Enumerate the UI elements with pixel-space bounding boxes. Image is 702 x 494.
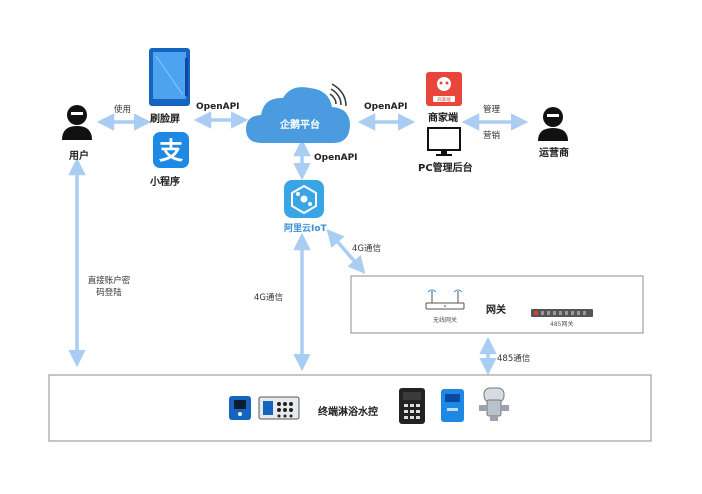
edge-label-direct-login: 直接账户密码登陆: [87, 276, 131, 298]
platform-label: 企鹅平台: [280, 120, 320, 131]
water-meter-icon: [229, 396, 251, 420]
aliyun-iot-label: 阿里云IoT: [284, 224, 327, 234]
edge-label-openapi-iot: OpenAPI: [314, 153, 358, 163]
card-reader-icon: [399, 388, 425, 424]
user-label: 用户: [69, 151, 89, 162]
user-icon: [62, 105, 92, 140]
mini-program-label: 小程序: [150, 177, 180, 188]
pc-admin-label: PC管理后台: [418, 163, 473, 174]
face-screen-label: 刷脸屏: [150, 114, 180, 125]
rs485-gateway-icon: [531, 309, 593, 317]
operator-icon: [538, 107, 568, 141]
aliyun-iot-icon: [284, 180, 324, 218]
svg-text:支: 支: [159, 137, 184, 165]
connectors: [68, 111, 529, 376]
terminal-box: [48, 374, 652, 442]
keypad-controller-icon: [258, 396, 300, 420]
merchant-badge-text: 商家端: [437, 96, 451, 103]
terminal-label: 终端淋浴水控: [318, 407, 378, 418]
edge-label-manage: 管理: [483, 105, 501, 115]
cloud-icon: [246, 83, 350, 143]
edge-iot-gateway: [326, 229, 366, 274]
edge-label-openapi-screen: OpenAPI: [196, 102, 240, 112]
face-screen-icon: [149, 48, 190, 106]
wireless-gateway-icon: [425, 289, 465, 310]
edge-label-marketing: 营销: [483, 131, 501, 141]
edge-label-use: 使用: [114, 105, 132, 115]
merchant-label: 商家端: [428, 113, 458, 124]
operator-label: 运营商: [539, 148, 569, 159]
wireless-gateway-label: 无线网关: [433, 317, 458, 324]
edge-label-485: 485通信: [497, 354, 531, 364]
alipay-icon: 支: [153, 132, 189, 168]
edge-label-4g-left: 4G通信: [254, 293, 283, 303]
gateway-box: [350, 275, 644, 334]
merchant-app-icon: 商家端: [426, 72, 462, 106]
solenoid-valve-icon: [479, 387, 509, 421]
edge-label-4g-right: 4G通信: [352, 244, 381, 254]
gateway-label: 网关: [486, 305, 506, 316]
monitor-icon: [427, 127, 461, 156]
rs485-gateway-label: 485网关: [550, 321, 574, 328]
edge-label-openapi-merchant: OpenAPI: [364, 102, 408, 112]
blue-card-meter-icon: [441, 389, 464, 422]
